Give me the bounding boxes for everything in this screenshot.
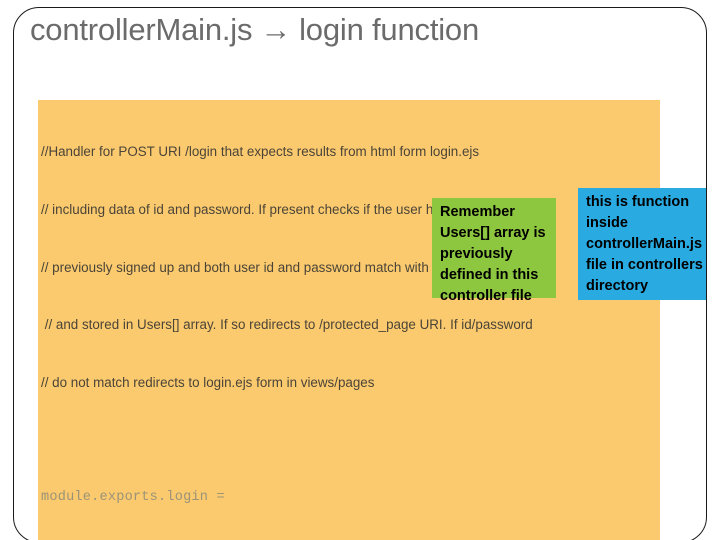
code-line-blank [41, 430, 720, 449]
callout-remember-users-array: Remember Users[] array is previously def… [432, 198, 556, 304]
title-target: login function [299, 12, 479, 47]
title-file-name: controllerMain.js [30, 12, 253, 47]
code-line-module-exports: module.exports.login = [41, 490, 225, 506]
code-line: // do not match redirects to login.ejs f… [41, 374, 375, 390]
title-arrow-icon: → [260, 12, 292, 47]
code-line: // and stored in Users[] array. If so re… [41, 317, 533, 333]
code-lines-container: //Handler for POST URI /login that expec… [41, 104, 720, 540]
callout-green-text: Remember Users[] array is previously def… [440, 204, 546, 304]
callout-function-location: this is function inside controllerMain.j… [578, 188, 706, 300]
code-line: //Handler for POST URI /login that expec… [41, 144, 480, 160]
page-title: controllerMain.js→login function [30, 8, 690, 52]
code-block: //Handler for POST URI /login that expec… [38, 100, 660, 540]
callout-blue-text: this is function inside controllerMain.j… [586, 194, 703, 294]
